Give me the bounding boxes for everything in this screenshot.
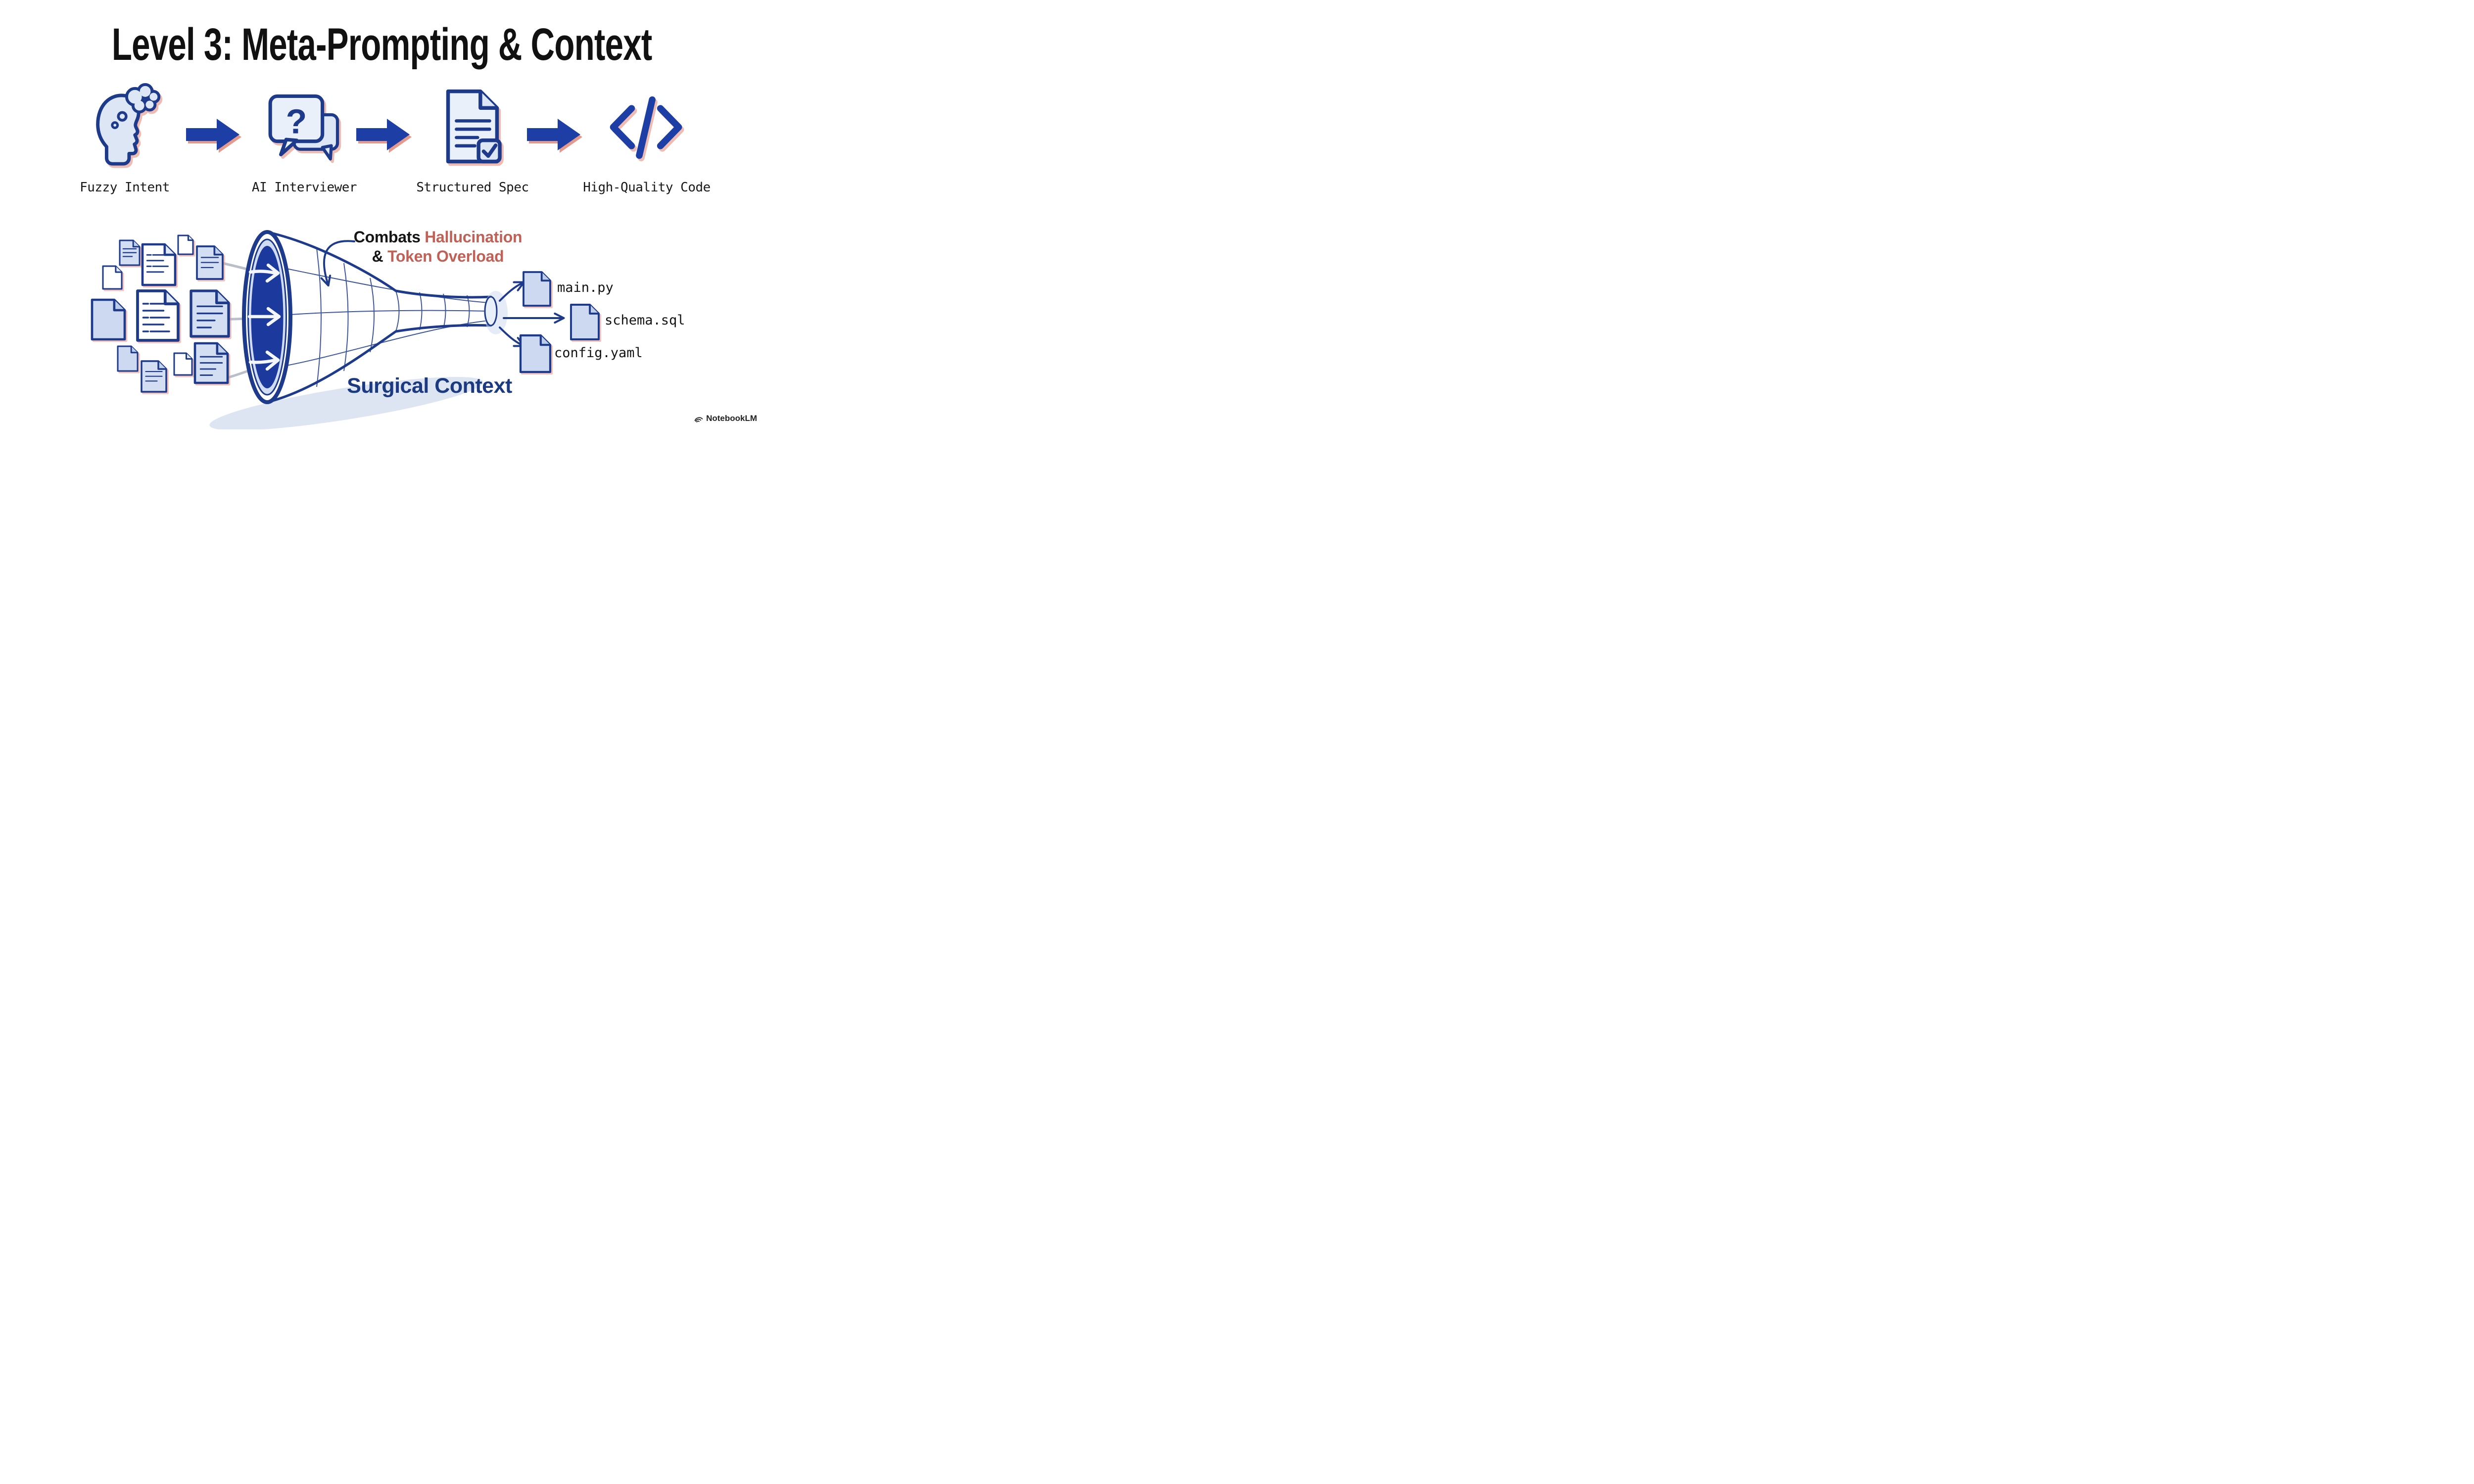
funnel-annotation: Combats Hallucination & Token Overload [341, 228, 534, 266]
intake-arrows [247, 263, 281, 371]
flow-arrow-icon [527, 116, 584, 158]
step-label-high-quality-code: High-Quality Code [583, 180, 711, 195]
flow-arrow-icon [356, 116, 414, 158]
thought-bubble-dot [117, 111, 128, 122]
output-file-label-main-py: main.py [557, 280, 614, 295]
page-title: Level 3: Meta-Prompting & Context [0, 19, 764, 71]
document-icon [141, 243, 177, 286]
infographic-page: Level 3: Meta-Prompting & Context [0, 0, 764, 429]
document-icon [102, 265, 123, 290]
document-icon [91, 298, 126, 341]
annotation-line-2: & Token Overload [372, 247, 504, 265]
code-brackets-icon [605, 80, 689, 174]
notebooklm-watermark-text: NotebookLM [706, 414, 757, 423]
flow-arrow-icon [186, 116, 243, 158]
thinking-head-icon [88, 80, 162, 174]
step-fuzzy-intent: Fuzzy Intent [50, 80, 199, 195]
spec-document-icon [438, 80, 507, 174]
page-title-text: Level 3: Meta-Prompting & Context [112, 19, 652, 70]
chat-question-icon-svg: ? [268, 94, 339, 161]
document-icon [117, 345, 139, 372]
output-file-label-config-yaml: config.yaml [554, 345, 643, 361]
step-label-ai-interviewer: AI Interviewer [251, 180, 357, 195]
document-icon [193, 342, 229, 384]
step-high-quality-code: High-Quality Code [572, 80, 721, 195]
annotation-arrow [324, 240, 355, 283]
thinking-head-icon-svg [96, 83, 161, 166]
output-file-icon [523, 271, 551, 307]
funnel-icon [242, 230, 508, 404]
checkbox-check [476, 138, 502, 164]
chat-question-icon: ? [267, 80, 342, 174]
spec-document-icon-svg [446, 89, 502, 164]
thought-cloud [125, 83, 161, 114]
document-icon [173, 352, 193, 376]
funnel-tube-end [484, 296, 498, 326]
front-speech-bubble: ? [268, 94, 325, 157]
notebooklm-watermark: NotebookLM [694, 414, 757, 423]
step-structured-spec: Structured Spec [398, 80, 547, 195]
funnel-wireframe [284, 248, 489, 387]
output-file-icon [519, 334, 552, 373]
code-brackets-icon-svg [610, 96, 682, 159]
document-icon [190, 289, 230, 338]
annotation-line-1: Combats Hallucination [353, 228, 523, 246]
notebooklm-logo-icon [694, 417, 703, 422]
thought-bubble-dot [111, 121, 119, 129]
context-funnel-diagram [91, 230, 600, 429]
document-icon [141, 360, 167, 393]
step-label-structured-spec: Structured Spec [416, 180, 529, 195]
output-files-icons [519, 271, 600, 373]
source-documents-cluster [91, 234, 230, 393]
document-icon [177, 234, 194, 255]
question-mark-glyph: ? [286, 102, 307, 141]
output-file-label-schema-sql: schema.sql [605, 313, 685, 328]
step-ai-interviewer: ? AI Interviewer [230, 80, 379, 195]
step-label-fuzzy-intent: Fuzzy Intent [80, 180, 170, 195]
document-icon [119, 239, 141, 266]
document-icon [196, 245, 224, 280]
document-icon [136, 289, 180, 342]
funnel-caption: Surgical Context [347, 374, 512, 398]
output-file-icon [570, 304, 600, 340]
document-text-lines [455, 119, 491, 148]
funnel-shadow [209, 376, 483, 429]
